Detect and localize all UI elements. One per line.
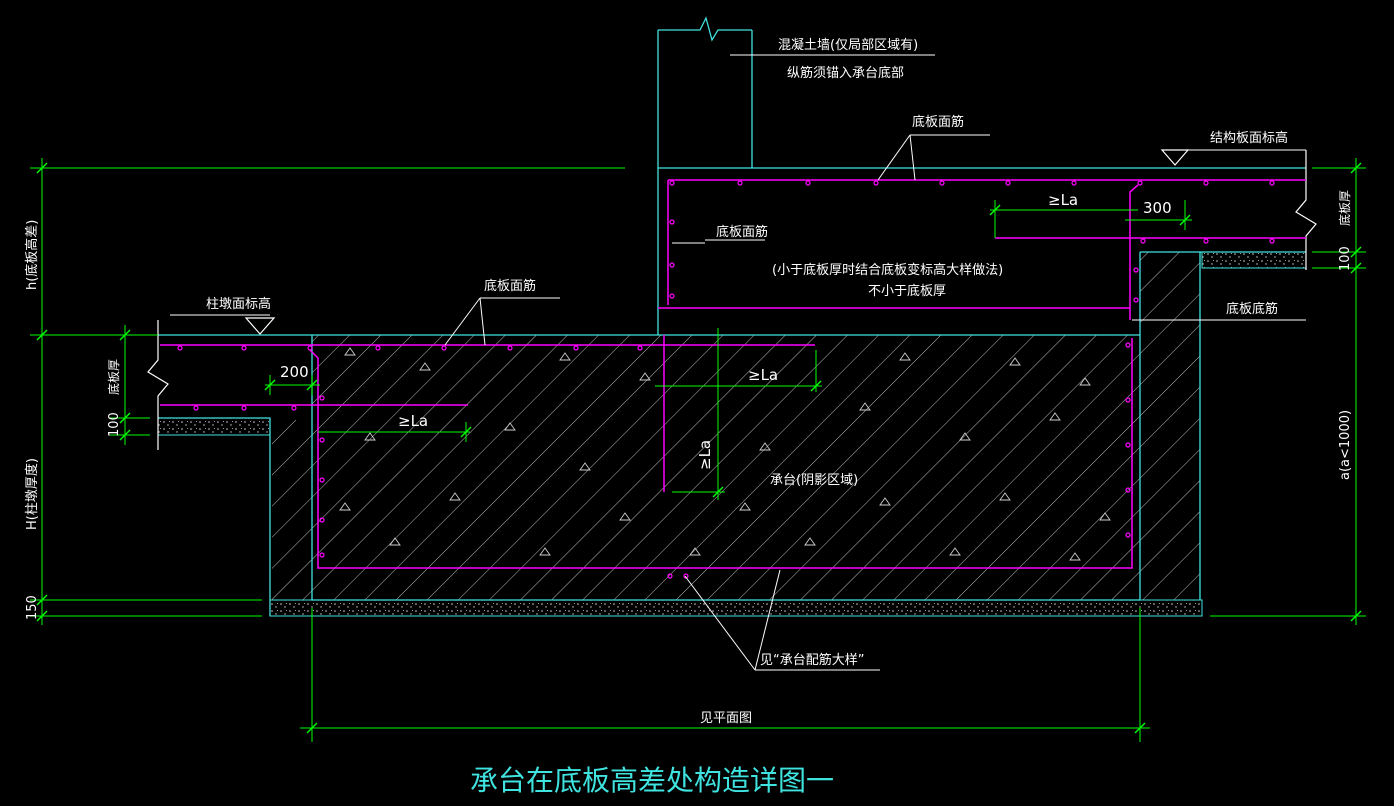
h-diff-label: h(底板高差) [24, 220, 40, 290]
note-line2: 不小于底板厚 [868, 283, 946, 299]
struct-elev-triangle-icon [1160, 149, 1190, 166]
struct-elev-label: 结构板面标高 [1210, 130, 1288, 146]
a-label: a(a<1000) [1338, 410, 1353, 480]
la-mid-label: ≥La [748, 366, 778, 384]
slab-thick-left-label: 底板厚 [106, 359, 121, 395]
H-thick-label: H(柱墩厚度) [24, 458, 40, 530]
pilecap-elev-label: 柱墩面标高 [206, 296, 271, 312]
drawing-title: 承台在底板高差处构造详图一 [470, 764, 834, 797]
dim-100-right-label: 100 [1338, 246, 1353, 271]
rebar-dots [177, 180, 1275, 579]
break-symbols [147, 150, 1317, 450]
top-bar-mid-label: 底板面筋 [716, 224, 768, 240]
rebar [160, 179, 1306, 569]
dim-200-label: 200 [280, 363, 309, 381]
note-line1: (小于底板厚时结合底板变标高大样做法) [772, 262, 1003, 278]
dimension-ticks [36, 162, 1362, 734]
la-left-label: ≥La [398, 412, 428, 430]
bottom-bar-right-label: 底板底筋 [1226, 301, 1278, 317]
dim-100-left-label: 100 [107, 412, 122, 437]
labels: 混凝土墙(仅局部区域有) 纵筋须锚入承台底部 底板面筋 结构板面标高 ≥La 3… [24, 37, 1353, 797]
la-vertical-label: ≥La [696, 440, 714, 470]
cap-label: 承台(阴影区域) [770, 473, 858, 488]
see-plan-label: 见平面图 [700, 711, 752, 726]
pilecap-elev-triangle-icon [244, 317, 276, 335]
top-bar-left-label: 底板面筋 [484, 278, 536, 294]
slab-thick-right-label: 底板厚 [1337, 190, 1352, 226]
pile-cap-shaded-region [272, 252, 1200, 600]
wall-label-line2: 纵筋须锚入承台底部 [787, 65, 904, 81]
leader-lines [170, 54, 1306, 671]
see-detail-label: 见“承台配筋大样” [760, 652, 864, 668]
dim-150-label: 150 [25, 595, 40, 620]
la-right-label: ≥La [1048, 191, 1078, 209]
elevation-markers [244, 149, 1190, 335]
top-bar-right-label: 底板面筋 [912, 114, 964, 130]
dim-300-label: 300 [1143, 199, 1172, 217]
wall-label-line1: 混凝土墙(仅局部区域有) [778, 37, 918, 53]
concrete-outline [158, 16, 1306, 616]
